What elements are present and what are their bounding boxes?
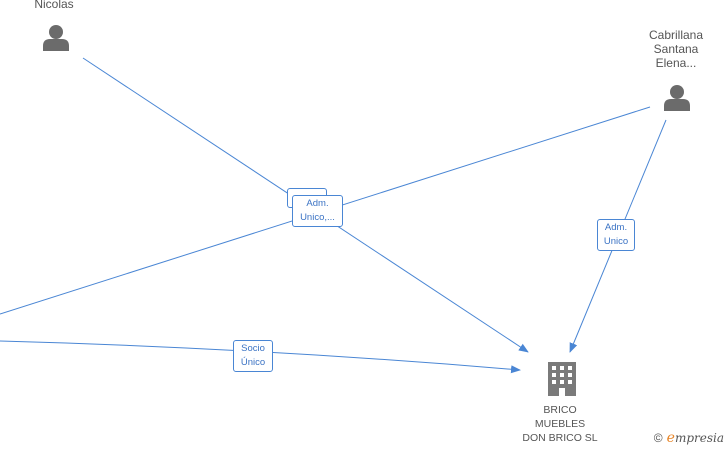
- person-icon[interactable]: [43, 25, 69, 51]
- company-label[interactable]: BRICO MUEBLES DON BRICO SL: [522, 404, 598, 444]
- edge-label-adm-unico-2[interactable]: Adm. Unico: [597, 219, 635, 251]
- building-icon[interactable]: [548, 362, 576, 396]
- person-label-nicolas[interactable]: Nicolas: [34, 0, 74, 11]
- edge-label-socio-unico[interactable]: Socio Único: [233, 340, 273, 372]
- person-icon[interactable]: [664, 85, 690, 111]
- copyright-icon: ©: [653, 431, 663, 445]
- brand-name: mpresia: [674, 431, 724, 445]
- edge-label-adm-unico-1[interactable]: Adm. Unico,...: [292, 195, 343, 227]
- person-label-cabrillana[interactable]: Cabrillana Santana Elena...: [648, 28, 704, 70]
- brand-logo: © empresia: [653, 430, 724, 446]
